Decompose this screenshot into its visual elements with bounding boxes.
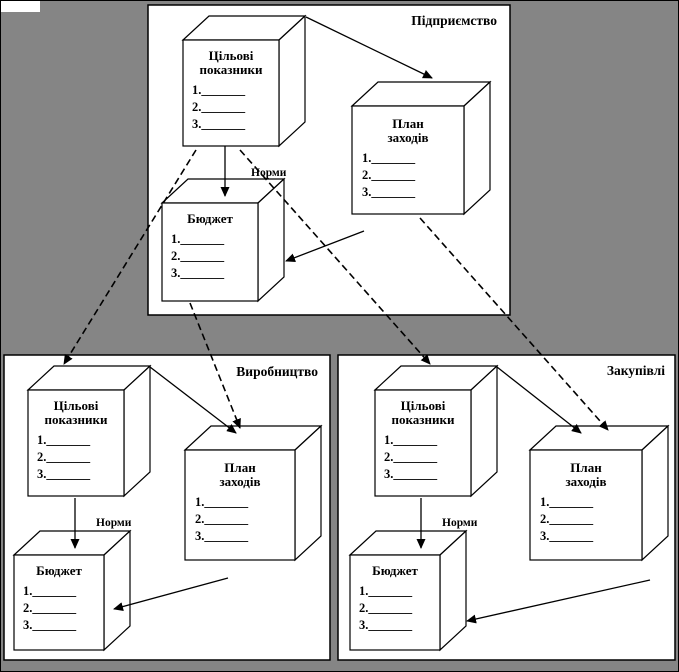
cube-item: 3._______ [359, 618, 413, 632]
cube-title: показники [45, 412, 108, 427]
procurement-budget-cube: Бюджет 1._______ 2._______ 3._______ [348, 529, 468, 652]
cube-title: Бюджет [187, 211, 233, 226]
dashed-arrow-plan-to-procurement-plan [419, 217, 609, 431]
cube-front-face [161, 202, 259, 302]
arrow-enterprise-plan-to-budget [285, 230, 365, 262]
dashed-arrow-budget-to-production-plan [189, 302, 241, 429]
cube-item: 2._______ [362, 168, 416, 182]
arrow-procurement-plan-to-budget [466, 579, 651, 624]
cube-title: заходів [387, 130, 428, 145]
cube-item: 3._______ [23, 618, 77, 632]
production-targets-cube: Цільові показники 1._______ 2._______ 3.… [26, 364, 152, 498]
cube-title: Цільові [209, 48, 254, 63]
corner-artifact [0, 0, 40, 12]
panel-production-title: Виробництво [236, 364, 318, 379]
cube-front-face [529, 449, 643, 561]
enterprise-plan-cube: План заходів 1._______ 2._______ 3._____… [350, 80, 492, 216]
production-budget-cube: Бюджет 1._______ 2._______ 3._______ [12, 529, 132, 652]
panel-procurement-title: Закупівлі [607, 363, 665, 378]
cube-front-face [27, 389, 125, 497]
dashed-arrow-targets-to-production-targets [63, 149, 197, 365]
production-plan-cube: План заходів 1._______ 2._______ 3._____… [183, 424, 323, 562]
cube-item: 1._______ [171, 232, 225, 246]
cube-item: 2._______ [23, 601, 77, 615]
norms-label-production: Норми [96, 517, 132, 529]
cube-front-face [351, 105, 465, 215]
cube-title: заходів [565, 474, 606, 489]
cube-front-face [13, 554, 105, 651]
cube-item: 1._______ [362, 151, 416, 165]
cube-title: показники [200, 62, 263, 77]
cube-item: 3._______ [37, 467, 91, 481]
cube-item: 3._______ [362, 185, 416, 199]
cube-front-face [184, 449, 296, 561]
cube-item: 2._______ [195, 512, 249, 526]
cube-item: 2._______ [359, 601, 413, 615]
cube-title: План [392, 116, 424, 131]
enterprise-budget-cube: Бюджет 1._______ 2._______ 3._______ [160, 177, 286, 303]
cube-title: План [570, 460, 602, 475]
norms-label-enterprise: Норми [251, 167, 287, 179]
cube-item: 1._______ [359, 584, 413, 598]
cube-item: 3._______ [171, 266, 225, 280]
cube-right-face [463, 80, 491, 216]
cube-item: 1._______ [384, 433, 438, 447]
cube-item: 3._______ [384, 467, 438, 481]
arrow-enterprise-to-plan [305, 16, 433, 79]
panel-enterprise-title: Підприємство [411, 13, 497, 28]
procurement-targets-cube: Цільові показники 1._______ 2._______ 3.… [373, 364, 499, 498]
cube-item: 2._______ [171, 249, 225, 263]
cube-item: 1._______ [540, 495, 594, 509]
cube-item: 1._______ [23, 584, 77, 598]
cube-item: 3._______ [195, 529, 249, 543]
cube-title: Цільові [401, 398, 446, 413]
cube-item: 1._______ [192, 83, 246, 97]
norms-label-procurement: Норми [442, 517, 478, 529]
cube-front-face [374, 389, 472, 497]
cube-item: 1._______ [37, 433, 91, 447]
cube-title: Цільові [54, 398, 99, 413]
cube-title: Бюджет [372, 563, 418, 578]
procurement-plan-cube: План заходів 1._______ 2._______ 3._____… [528, 424, 670, 562]
cube-front-face [182, 39, 280, 147]
arrow-production-plan-to-budget [113, 577, 229, 611]
cube-title: Бюджет [36, 563, 82, 578]
cube-item: 3._______ [192, 117, 246, 131]
cube-item: 2._______ [192, 100, 246, 114]
cube-item: 2._______ [384, 450, 438, 464]
cube-title: заходів [219, 474, 260, 489]
enterprise-targets-cube: Цільові показники 1._______ 2._______ 3.… [181, 14, 307, 148]
cube-item: 3._______ [540, 529, 594, 543]
cube-title: План [224, 460, 256, 475]
cube-item: 1._______ [195, 495, 249, 509]
cube-front-face [349, 554, 441, 651]
arrow-production-targets-to-plan [149, 366, 237, 434]
cube-right-face [641, 424, 669, 562]
cube-title: показники [392, 412, 455, 427]
cube-item: 2._______ [540, 512, 594, 526]
arrow-procurement-targets-to-plan [496, 366, 582, 434]
cube-right-face [294, 424, 322, 562]
dashed-arrow-targets-to-procurement-targets [239, 149, 431, 365]
cube-item: 2._______ [37, 450, 91, 464]
